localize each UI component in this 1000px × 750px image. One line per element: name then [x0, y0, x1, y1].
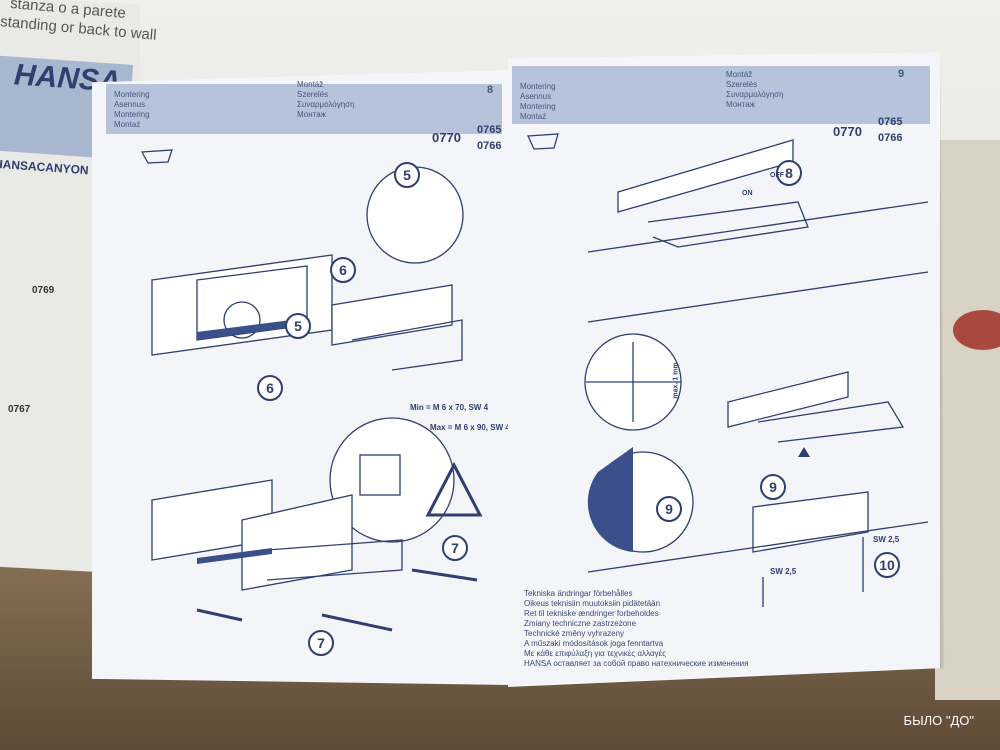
- wrench-size-label: SW 2,5: [873, 535, 900, 544]
- step-callout: 6: [330, 257, 356, 283]
- step-callout: 5: [285, 313, 311, 339]
- switch-off-label: OFF: [770, 172, 784, 179]
- step-callout: 5: [394, 162, 420, 188]
- max-screw-label: Max = M 6 x 90, SW 4: [430, 423, 510, 432]
- model-variant: 0766: [878, 132, 903, 144]
- gap-label: max. 1 mm: [672, 362, 680, 399]
- model-variant: 0766: [477, 140, 502, 152]
- model-code: 0770: [432, 130, 461, 145]
- background-newspaper: [935, 140, 1000, 700]
- step-callout: 10: [874, 552, 900, 578]
- step-callout: 7: [442, 535, 468, 561]
- model-variant: 0765: [878, 116, 903, 128]
- newspaper-red-oval: [953, 310, 1000, 350]
- switch-on-label: ON: [742, 190, 753, 197]
- installation-diagram-left: [140, 149, 483, 632]
- min-screw-label: Min = M 6 x 70, SW 4: [410, 403, 489, 412]
- model-code: 0770: [833, 124, 862, 139]
- wrench-size-label: SW 2,5: [770, 567, 797, 576]
- photo-caption: БЫЛО "ДО": [903, 713, 974, 728]
- step-callout: 9: [760, 474, 786, 500]
- page-number: 8: [487, 84, 494, 96]
- page-header-band: [512, 66, 930, 124]
- installation-diagram-right: [527, 133, 929, 607]
- page-header-band: [106, 84, 502, 134]
- page-number: 9: [898, 68, 905, 80]
- step-callout: 7: [308, 630, 334, 656]
- step-callout: 8: [776, 160, 802, 186]
- brochure-code: 0769: [32, 285, 55, 296]
- model-variant: 0765: [477, 124, 502, 136]
- step-callout: 9: [656, 496, 682, 522]
- brochure-code: 0767: [8, 404, 31, 415]
- step-callout: 6: [257, 375, 283, 401]
